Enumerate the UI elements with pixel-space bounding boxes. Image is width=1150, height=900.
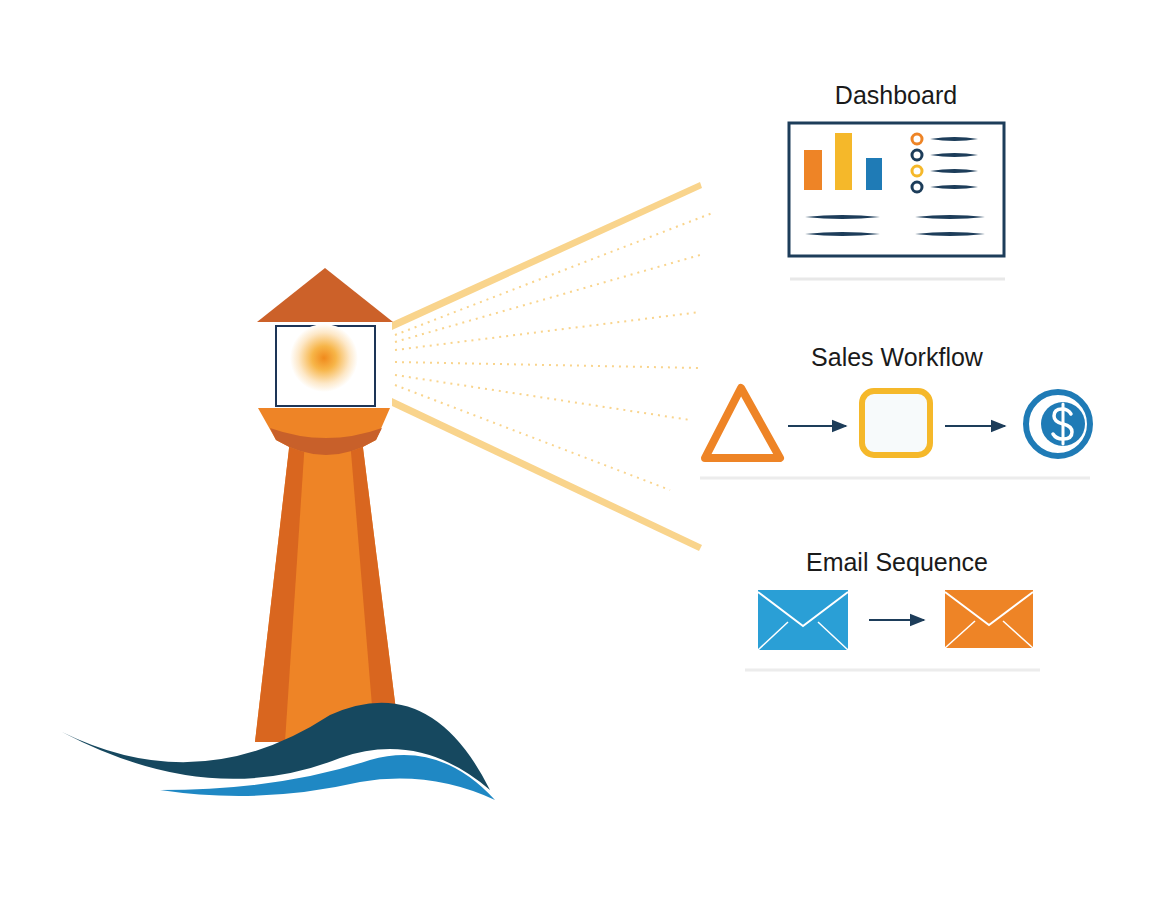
group-heading: Sales Workflow bbox=[811, 342, 983, 372]
dashboard-icon bbox=[789, 123, 1005, 279]
light-beams bbox=[392, 182, 715, 551]
sea-waves bbox=[62, 703, 495, 800]
group-heading: Email Sequence bbox=[806, 547, 988, 577]
email-sequence-icons bbox=[745, 590, 1040, 670]
lighthouse bbox=[255, 268, 400, 742]
sales-workflow-icons bbox=[700, 388, 1090, 478]
group-heading: Dashboard bbox=[835, 80, 957, 110]
